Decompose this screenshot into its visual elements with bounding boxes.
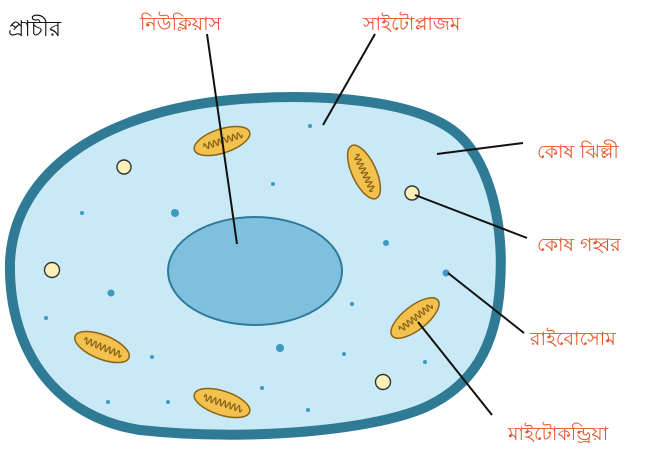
diagram-heading: প্রাচীর: [8, 15, 62, 42]
ribosome-icon: [350, 302, 354, 306]
ribosome-icon: [383, 240, 389, 246]
mitochondria-label: মাইটোকন্ড্রিয়া: [507, 422, 609, 445]
ribosome-icon: [271, 182, 275, 186]
ribosome-icon: [342, 352, 346, 356]
animal-cell-icon: [10, 97, 501, 435]
vacuole-icon: [117, 160, 131, 174]
nucleus-label: নিউক্লিয়াস: [139, 12, 222, 35]
cell-membrane-label: কোষ ঝিল্লী: [537, 140, 619, 163]
ribosome-icon: [276, 344, 284, 352]
ribosome-icon: [166, 400, 170, 404]
ribosome-icon: [308, 124, 312, 128]
vacuole-icon: [45, 263, 60, 278]
ribosome-icon: [80, 211, 84, 215]
ribosome-icon: [108, 290, 115, 297]
nucleus-shape: [168, 217, 342, 325]
ribosome-icon: [306, 408, 310, 412]
ribosome-icon: [423, 360, 427, 364]
vacuole-icon: [376, 375, 391, 390]
vacuole-icon: [405, 186, 419, 200]
ribosome-icon: [260, 386, 264, 390]
cytoplasm-label: সাইটোপ্লাজম: [362, 12, 461, 35]
ribosome-label: রাইবোসোম: [529, 328, 616, 350]
ribosome-icon: [171, 209, 179, 217]
vacuole-label: কোষ গহ্বর: [537, 234, 621, 256]
ribosome-icon: [106, 400, 110, 404]
ribosome-icon: [44, 316, 48, 320]
ribosome-icon: [150, 355, 154, 359]
